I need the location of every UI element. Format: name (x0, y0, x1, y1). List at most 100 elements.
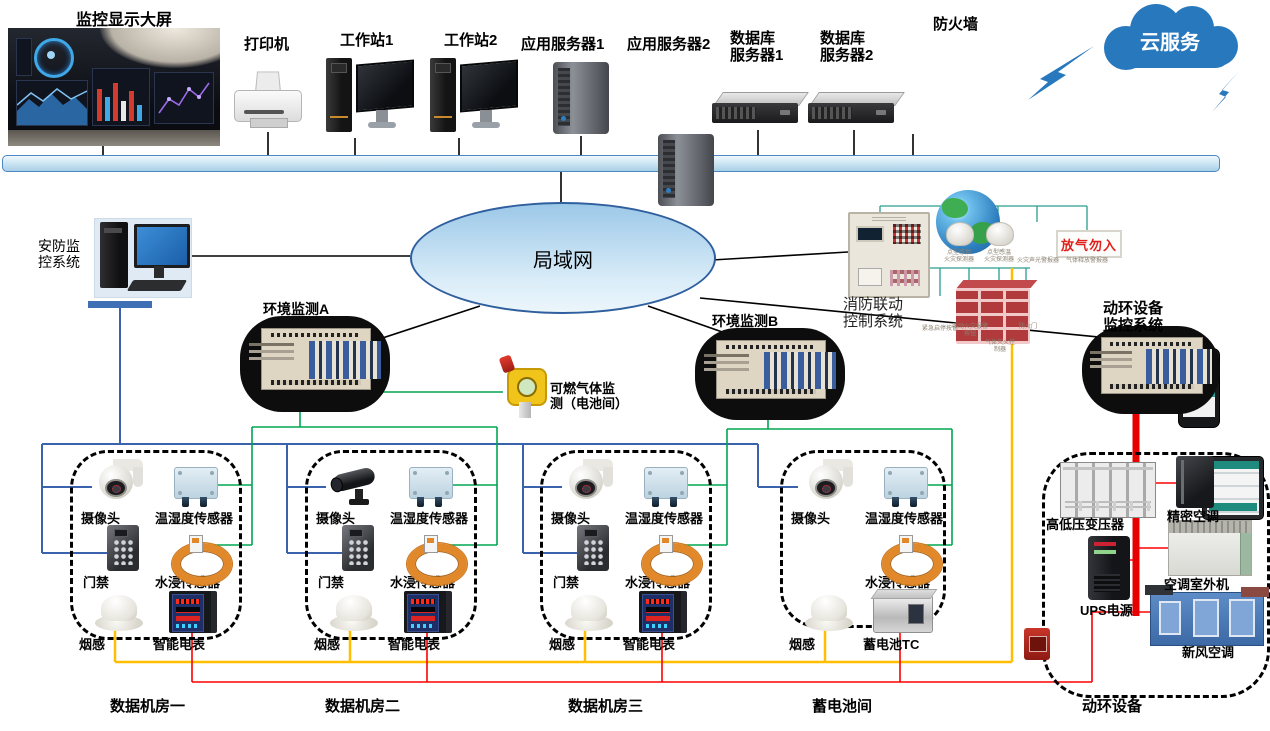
network-bus-bar (2, 155, 1220, 172)
lan-label: 局域网 (533, 249, 593, 272)
security-system-label: 安防监 控系统 (38, 238, 80, 271)
device-slot: 智能电表 (623, 585, 703, 653)
device-slot: 摄像头 (81, 459, 161, 527)
outdoor-ac-icon (1168, 520, 1252, 576)
device-label: 门禁 (318, 575, 345, 590)
app-server1-label: 应用服务器1 (521, 36, 605, 53)
room-label-datacenter-3: 数据机房三 (568, 698, 644, 715)
app-server1-icon (553, 62, 609, 134)
temp-sensor-icon (884, 467, 928, 507)
power-meter-icon (639, 591, 687, 633)
smoke-heat-detector-icon (946, 222, 974, 246)
smoke-detector-icon (565, 595, 613, 633)
water-sensor-icon (640, 535, 702, 585)
firewall-brick-icon (956, 288, 1030, 344)
gas-detector-label: 可燃气体监 测（电池间） (550, 381, 629, 411)
fire-device-label: 火灾声光警报器 (1016, 258, 1059, 264)
ups-label: UPS电源 (1080, 603, 1133, 618)
fresh-air-ac-label: 新风空调 (1182, 645, 1235, 660)
heat-detector-icon (986, 222, 1014, 246)
device-slot: 水浸传感器 (865, 523, 945, 591)
precision-ac-label: 精密空调 (1167, 509, 1220, 524)
water-sensor-icon (405, 535, 467, 585)
smoke-detector-icon (805, 595, 853, 633)
fire-device-label: 点型感烟 火灾探测器 (943, 250, 974, 263)
security-pc-icon (94, 218, 192, 310)
workstation1-label: 工作站1 (340, 32, 394, 49)
dynamic-env-system-label: 动环设备 监控系统 (1103, 300, 1164, 335)
env-monitor-b-icon (695, 328, 845, 420)
db-server2-label: 数据库 服务器2 (820, 30, 874, 65)
workstation1-icon (326, 52, 414, 138)
device-label: 温湿度传感器 (625, 511, 704, 526)
env-monitor-a-icon (240, 316, 390, 412)
device-label: 温湿度传感器 (865, 511, 944, 526)
device-slot: 温湿度传感器 (865, 459, 945, 527)
temp-sensor-icon (409, 467, 453, 507)
room-label-datacenter-1: 数据机房一 (110, 698, 186, 715)
firewall-label: 防火墙 (933, 16, 979, 33)
app-server2-label: 应用服务器2 (627, 36, 711, 53)
blue-security-wiring (41, 308, 798, 554)
workstation2-icon (430, 52, 518, 138)
screen-area-chart (16, 80, 88, 126)
device-label: 烟感 (79, 637, 106, 652)
precision-ac-icon (1176, 456, 1214, 508)
black-connectors (102, 130, 1151, 353)
battery-box-icon (873, 595, 933, 633)
water-sensor-icon (170, 535, 232, 585)
device-slot: 温湿度传感器 (155, 459, 235, 527)
lightning-arrow-firewall-cloud (1028, 46, 1094, 100)
smoke-detector-icon (330, 595, 378, 633)
device-label: 门禁 (553, 575, 580, 590)
device-slot: 摄像头 (791, 459, 871, 527)
screen-scatter-chart (154, 72, 214, 124)
ups-icon (1088, 536, 1130, 600)
device-slot: 温湿度传感器 (625, 459, 705, 527)
device-slot: 烟感 (549, 585, 629, 653)
device-label: 烟感 (314, 637, 341, 652)
display-wall-image (8, 28, 220, 146)
bullet-camera-icon (329, 465, 383, 507)
fresh-air-ac-icon (1145, 585, 1264, 646)
room-box-datacenter-3: 摄像头温湿度传感器门禁水浸传感器烟感智能电表 (540, 450, 712, 652)
db-server1-label: 数据库 服务器1 (730, 30, 784, 65)
fire-device-label: 点型感温 火灾探测器 (983, 250, 1014, 263)
device-slot: 烟感 (79, 585, 159, 653)
device-label: 温湿度传感器 (155, 511, 234, 526)
device-slot: 门禁 (83, 523, 163, 591)
fire-device-label: 气体灭火控制器 (984, 340, 1015, 353)
outdoor-ac-label: 空调室外机 (1164, 577, 1230, 592)
fire-device-label: 紧急启停按钮 (921, 326, 958, 332)
power-meter-icon (169, 591, 217, 633)
cloud-icon (1104, 4, 1238, 70)
device-slot: 水浸传感器 (155, 523, 235, 591)
screen-gauge (34, 38, 74, 78)
printer-icon (234, 70, 302, 128)
ceiling-glow (100, 28, 220, 68)
fire-control-panel-icon (848, 212, 930, 298)
device-label: 智能电表 (153, 637, 206, 652)
app-server2-icon (658, 134, 714, 206)
env-monitor-a-label: 环境监测A (263, 301, 330, 317)
device-slot: 烟感 (789, 585, 869, 653)
device-label: 摄像头 (316, 511, 356, 526)
power-meter-icon (404, 591, 452, 633)
device-slot: 蓄电池TC (863, 585, 943, 653)
screen-bar-chart (92, 68, 150, 126)
device-slot: 水浸传感器 (390, 523, 470, 591)
door-keypad-icon (342, 525, 374, 571)
device-label: 智能电表 (388, 637, 441, 652)
yellow-smoke-wiring (113, 268, 1014, 664)
room-label-battery: 蓄电池间 (812, 698, 873, 715)
device-slot: 门禁 (318, 523, 398, 591)
gas-release-sign: 放气勿入 (1056, 230, 1122, 258)
fire-device-label: 气体释放警报器 (1065, 258, 1108, 264)
device-slot: 温湿度传感器 (390, 459, 470, 527)
device-label: 摄像头 (81, 511, 121, 526)
security-bus-bar (88, 301, 152, 308)
device-label: 智能电表 (623, 637, 676, 652)
printer-label: 打印机 (244, 36, 290, 53)
cloud-service: 云服务 (1092, 2, 1248, 78)
temp-sensor-icon (174, 467, 218, 507)
